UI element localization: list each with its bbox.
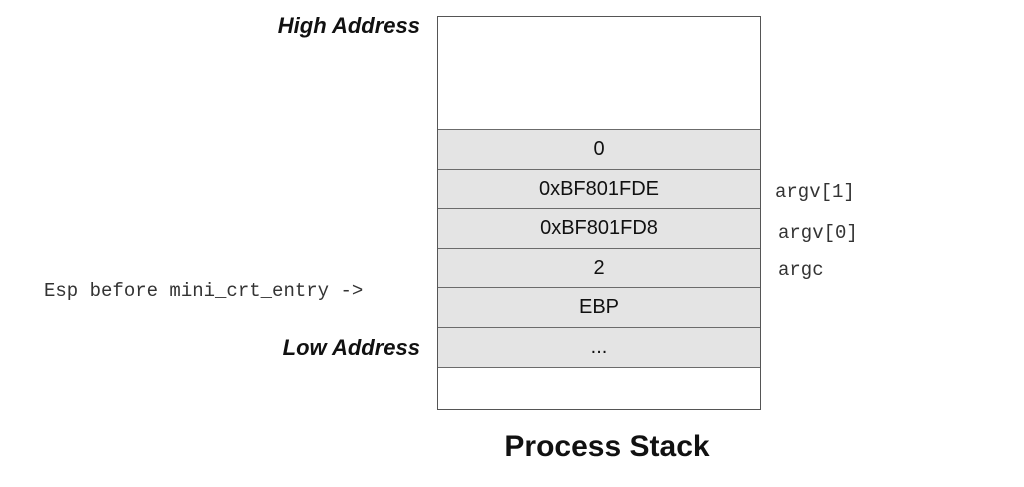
stack-cell-0: 0 xyxy=(438,129,760,169)
stack-bottom-divider xyxy=(438,367,760,368)
process-stack-box: 0 0xBF801FDE 0xBF801FD8 2 EBP ... xyxy=(437,16,761,410)
argv0-label: argv[0] xyxy=(778,222,858,244)
high-address-label: High Address xyxy=(277,13,420,38)
argv1-label: argv[1] xyxy=(775,181,855,203)
stack-cell-4: EBP xyxy=(438,287,760,327)
low-address-label: Low Address xyxy=(282,335,420,360)
stack-cell-3: 2 xyxy=(438,248,760,288)
stack-cell-5: ... xyxy=(438,327,760,367)
diagram-title: Process Stack xyxy=(504,430,710,463)
stack-cell-2: 0xBF801FD8 xyxy=(438,208,760,248)
stack-cell-1: 0xBF801FDE xyxy=(438,169,760,209)
esp-pointer-label: Esp before mini_crt_entry -> xyxy=(44,280,364,302)
argc-label: argc xyxy=(778,259,824,281)
